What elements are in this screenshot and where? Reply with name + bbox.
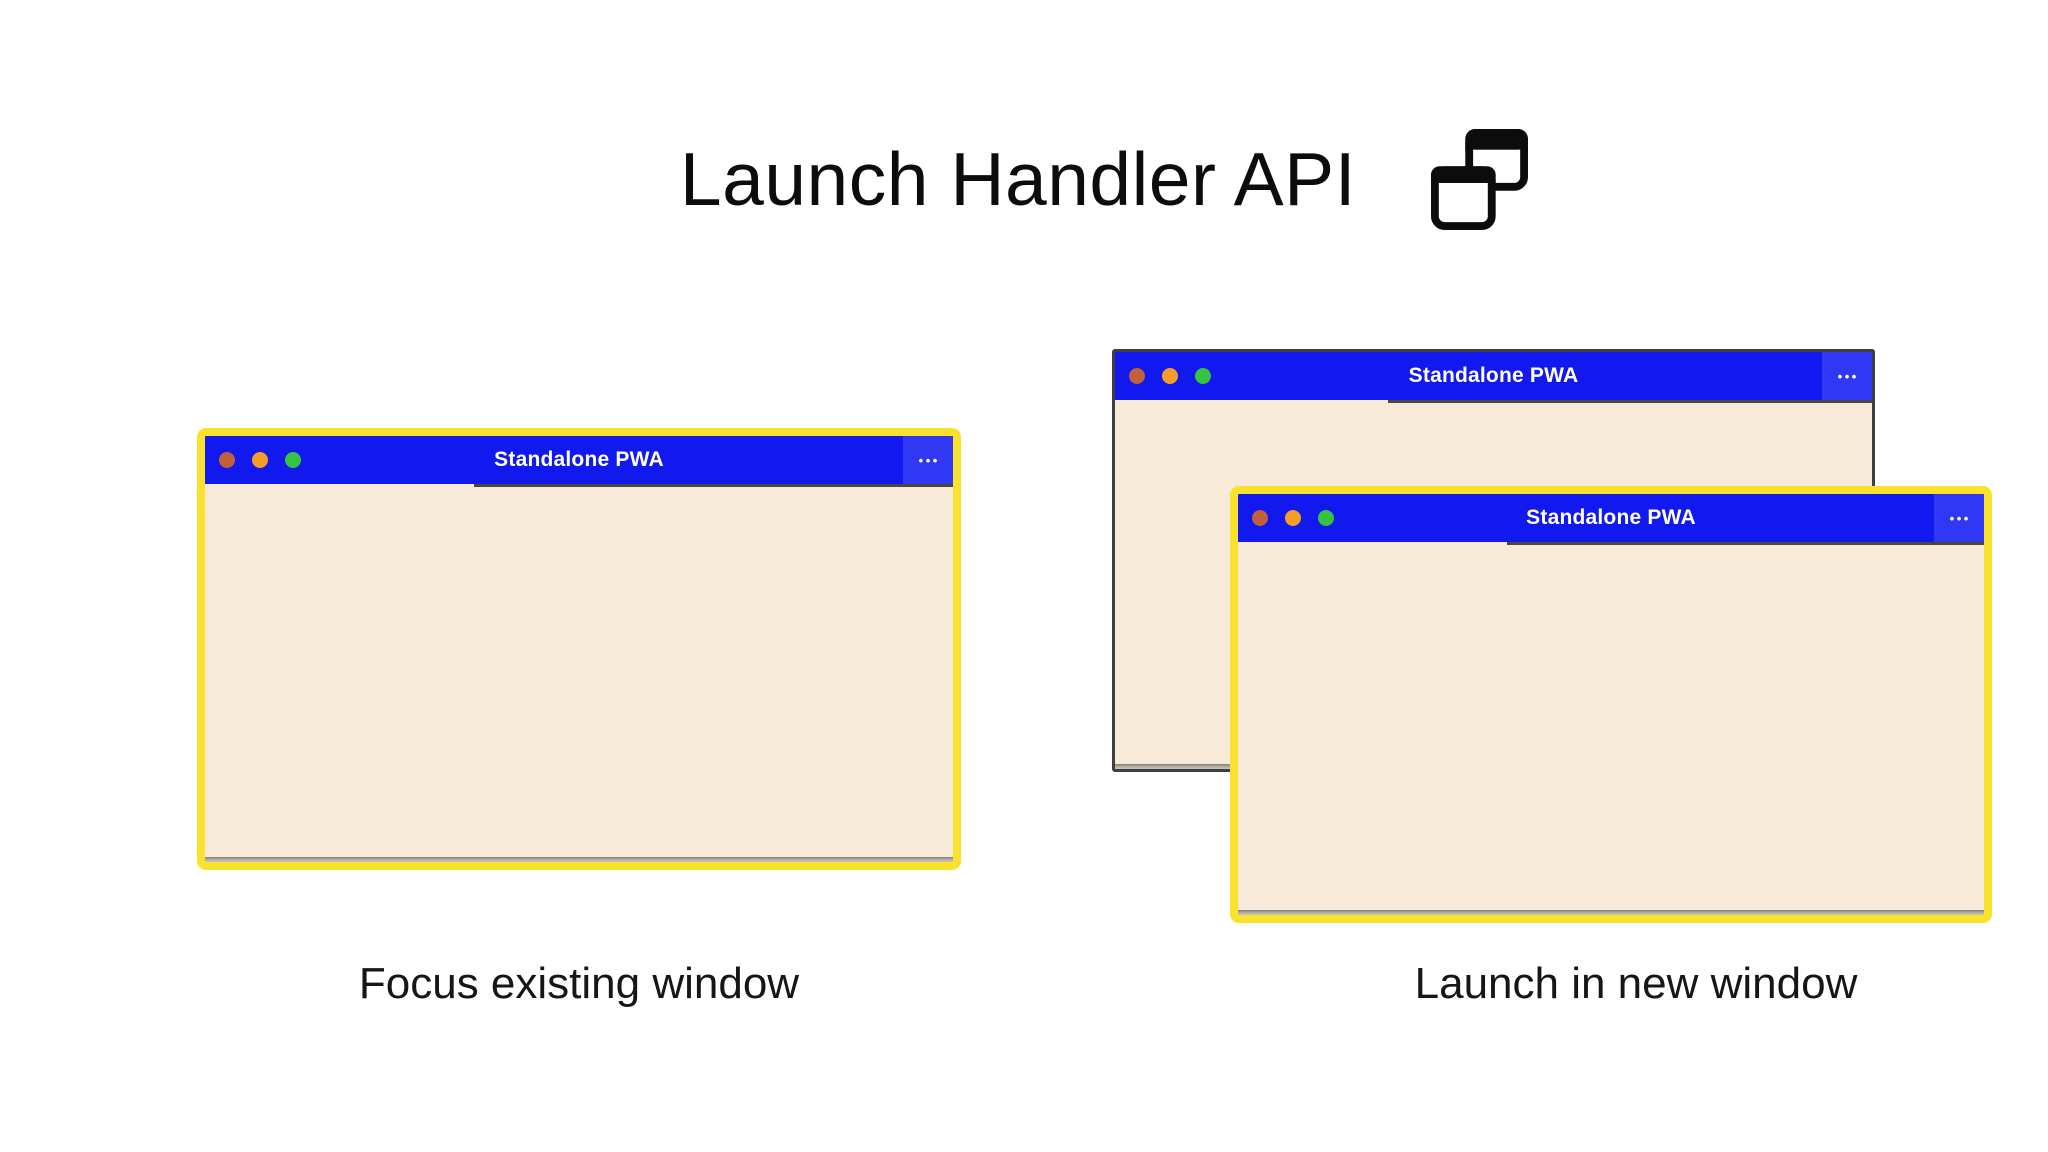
traffic-light-dots [1129, 368, 1211, 384]
overflow-menu-button[interactable]: ••• [1934, 494, 1984, 542]
titlebar: Standalone PWA ••• [205, 436, 953, 487]
maximize-dot-icon[interactable] [1195, 368, 1211, 384]
overlapping-windows-icon [1430, 128, 1529, 230]
close-dot-icon[interactable] [219, 452, 235, 468]
window-title: Standalone PWA [494, 448, 664, 471]
minimize-dot-icon[interactable] [252, 452, 268, 468]
close-dot-icon[interactable] [1129, 368, 1145, 384]
header: Launch Handler API [80, 128, 2048, 230]
titlebar: Standalone PWA ••• [1238, 494, 1984, 545]
close-dot-icon[interactable] [1252, 510, 1268, 526]
overflow-menu-button[interactable]: ••• [1822, 352, 1872, 400]
window-content [1238, 542, 1984, 915]
window-title: Standalone PWA [1526, 506, 1696, 529]
window-content [205, 484, 953, 862]
titlebar: Standalone PWA ••• [1115, 352, 1872, 403]
caption-focus-existing-window: Focus existing window [358, 959, 800, 1008]
traffic-light-dots [219, 452, 301, 468]
minimize-dot-icon[interactable] [1162, 368, 1178, 384]
caption-launch-in-new-window: Launch in new window [1414, 959, 1858, 1008]
pwa-window-front-new: Standalone PWA ••• [1230, 486, 1992, 923]
ellipsis-icon: ••• [1949, 510, 1971, 526]
pwa-window-existing: Standalone PWA ••• [197, 428, 961, 870]
minimize-dot-icon[interactable] [1285, 510, 1301, 526]
window-title: Standalone PWA [1408, 364, 1579, 387]
maximize-dot-icon[interactable] [1318, 510, 1334, 526]
ellipsis-icon: ••• [918, 452, 940, 468]
traffic-light-dots [1252, 510, 1334, 526]
maximize-dot-icon[interactable] [285, 452, 301, 468]
ellipsis-icon: ••• [1837, 368, 1859, 384]
overflow-menu-button[interactable]: ••• [903, 436, 953, 484]
page-title: Launch Handler API [679, 136, 1357, 221]
